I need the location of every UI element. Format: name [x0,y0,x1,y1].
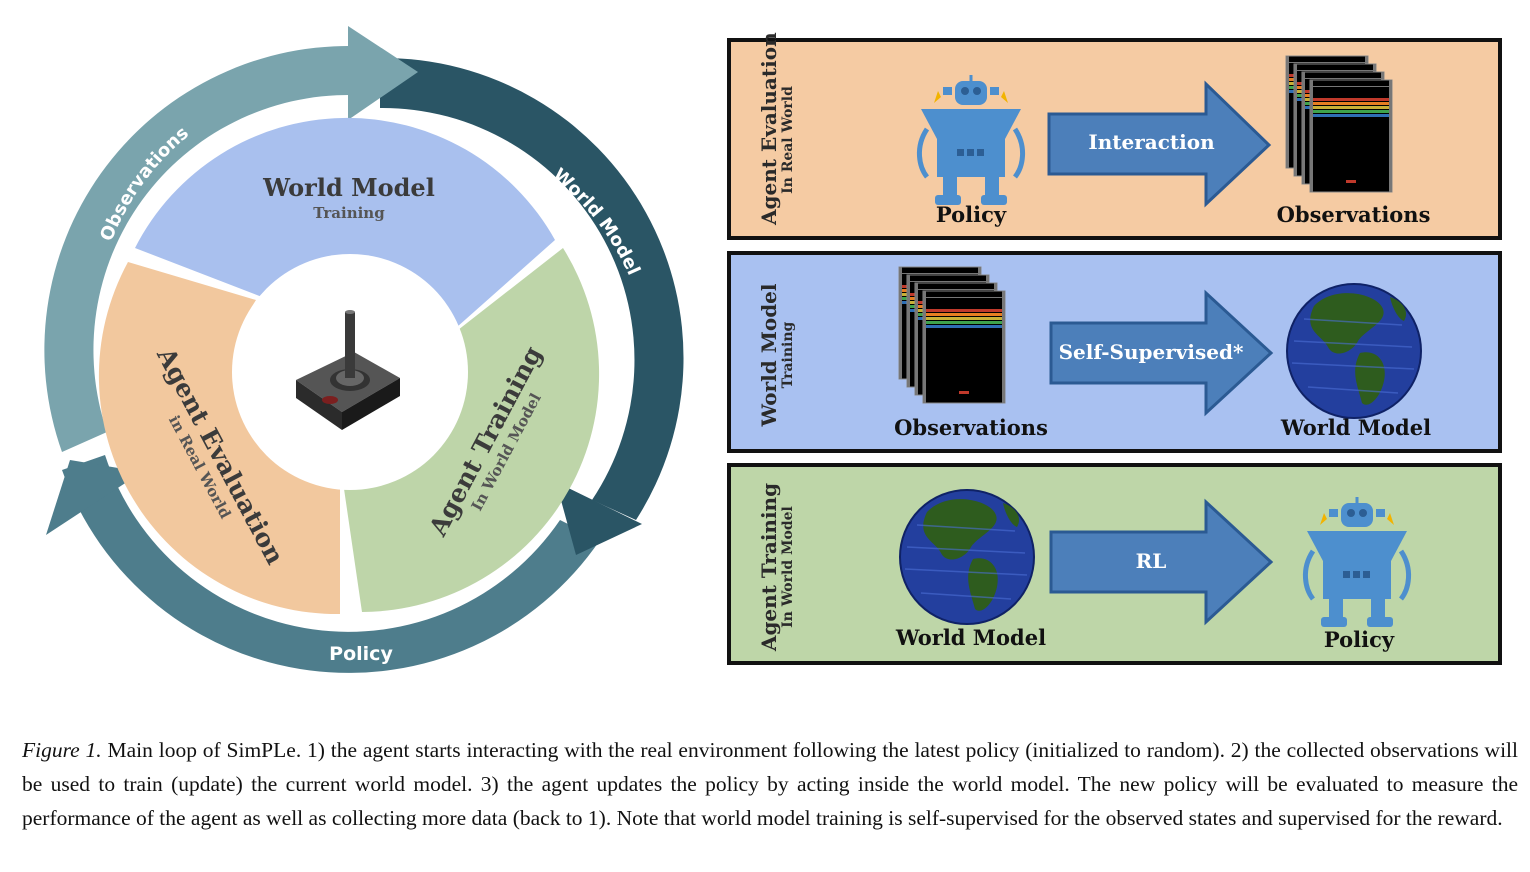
segment-world-model-title: World Model [262,173,435,202]
panel-agent-training: Agent Training In World Model RL World M… [727,463,1502,665]
game-frames-icon [1286,56,1392,192]
segment-world-model [135,117,555,327]
cycle-diagram: World Model Training Agent Training In W… [44,26,684,673]
segment-world-model-subtitle: Training [313,204,385,222]
robot-icon [919,75,1022,205]
figure-label: Figure 1. [22,738,102,762]
rl-arrow [1049,498,1274,626]
ring-arrowhead-left [46,460,142,535]
figure-caption: Figure 1. Main loop of SimPLe. 1) the ag… [22,733,1518,835]
globe-icon [1286,283,1422,419]
panel-world-model: World Model Training Self-Supervised* Ob… [727,251,1502,453]
segment-agent-evaluation [98,262,341,615]
robot-icon [1305,497,1408,627]
ring-arc-left [44,45,352,452]
policy-label: Policy [1323,627,1395,652]
observations-label: Observations [1276,202,1431,227]
arrow-label-interaction: Interaction [1088,130,1215,154]
self-supervised-arrow [1049,289,1274,417]
game-frames-icon [899,267,1005,403]
world-model-label: World Model [1280,415,1432,440]
world-model-label: World Model [895,625,1047,650]
caption-text: Main loop of SimPLe. 1) the agent starts… [22,738,1519,830]
ring-label-policy: Policy [329,643,393,665]
joystick-icon [296,310,400,430]
observations-label: Observations [894,415,1048,440]
ring-arrowhead-right [556,482,642,555]
ring-arc-right [380,57,684,520]
arrow-label-rl: RL [1135,549,1167,573]
segment-agent-training [343,248,600,612]
ring-arrowhead-top [348,26,418,120]
panel-agent-evaluation: Agent Evaluation In Real World Interacti… [727,32,1502,240]
globe-icon [899,489,1035,625]
interaction-arrow [1047,80,1272,208]
ring-arc-bottom [62,455,600,673]
arrow-label-self-supervised: Self-Supervised* [1058,340,1244,364]
policy-label: Policy [935,202,1007,227]
